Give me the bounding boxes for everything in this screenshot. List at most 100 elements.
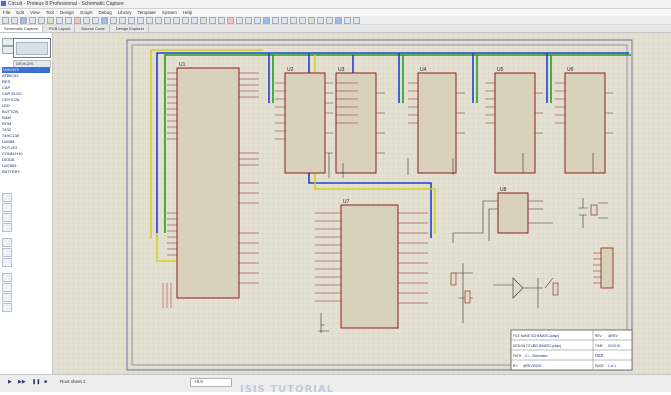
menu-item-template[interactable]: Template [137,10,156,15]
close-icon[interactable] [29,16,36,24]
menu-item-edit[interactable]: Edit [16,10,25,15]
device-list-item[interactable]: CAP-ELEC [2,91,23,96]
text-script-tool-icon[interactable] [2,203,12,212]
terminal-tool-icon[interactable] [2,238,12,247]
bill-of-materials-icon[interactable] [335,16,342,24]
exit-to-parent-icon[interactable] [326,16,333,24]
redo-icon[interactable] [164,16,171,24]
device-list-item[interactable]: CRYSTAL [2,97,21,102]
tab-schematic-capture[interactable]: Schematic Capture [0,25,44,32]
pcb-icon[interactable] [56,16,63,24]
chip-u2[interactable] [284,72,326,174]
menu-item-library[interactable]: Library [117,10,132,15]
device-list-item[interactable]: 74HC573 [2,67,50,73]
grid-icon[interactable] [92,16,99,24]
netlist-icon[interactable] [353,16,360,24]
schematic-icon[interactable] [47,16,54,24]
block-rotate-icon[interactable] [218,16,225,24]
mirror-x-icon[interactable] [2,293,12,302]
wire-label-tool-icon[interactable] [2,193,12,202]
device-list-item[interactable]: LM7805 [2,163,17,168]
design-explorer-icon[interactable] [299,16,306,24]
menu-item-graph[interactable]: Graph [80,10,93,15]
device-list-item[interactable]: 74HC138 [2,133,19,138]
decompose-icon[interactable] [263,16,270,24]
device-list-item[interactable]: CONN-H10 [2,151,23,156]
stop-button[interactable]: ■ [44,379,48,385]
tab-pcb-layout[interactable]: PCB Layout [45,25,76,32]
chip-u6[interactable] [564,72,606,174]
bus-tool-icon[interactable] [2,213,12,222]
menu-item-tool[interactable]: Tool [45,10,54,15]
remove-sheet-icon[interactable] [317,16,324,24]
electrical-check-icon[interactable] [344,16,351,24]
menu-item-debug[interactable]: Debug [98,10,112,15]
overview-window[interactable] [13,38,51,58]
menu-item-design[interactable]: Design [59,10,74,15]
menu-item-file[interactable]: File [3,10,11,15]
play-button[interactable]: ▶ [8,379,12,385]
chip-u5[interactable] [494,72,536,174]
chip-u7[interactable]: U7 [340,199,399,329]
search-icon[interactable] [281,16,288,24]
device-list-item[interactable]: LM358 [2,139,15,144]
home-icon[interactable] [38,16,45,24]
device-list-item[interactable]: DIODE [2,157,15,162]
refresh-icon[interactable] [83,16,90,24]
packaging-icon[interactable] [254,16,261,24]
zoom-in-icon[interactable] [119,16,126,24]
rotate-ccw-icon[interactable] [2,283,12,292]
chip-u1[interactable]: U1 [176,62,240,299]
mirror-y-icon[interactable] [2,303,12,312]
menu-item-help[interactable]: Help [182,10,193,15]
bom-icon[interactable] [65,16,72,24]
property-tool-icon[interactable] [290,16,297,24]
device-list-item[interactable]: ROM [2,121,12,126]
make-device-icon[interactable] [245,16,252,24]
source-code-icon[interactable] [74,16,81,24]
wire-autorouter-icon[interactable] [272,16,279,24]
device-list-item[interactable]: RES [2,79,11,84]
block-copy-icon[interactable] [200,16,207,24]
chip-u8[interactable]: U8 [497,187,529,234]
subcircuit-tool-icon[interactable] [2,223,12,232]
origin-icon[interactable] [101,16,108,24]
device-list-item[interactable]: BUTTON [2,109,19,114]
device-list-item[interactable]: RAM [2,115,11,120]
schematic-canvas[interactable]: U1 U2 U3 U4 U5 U6 [53,33,671,374]
menu-item-system[interactable]: System [161,10,177,15]
save-icon[interactable] [20,16,27,24]
cut-icon[interactable] [173,16,180,24]
pause-button[interactable]: ❚❚ [32,379,41,385]
device-list-item[interactable]: BATTERY [2,169,21,174]
step-button[interactable]: ▶▶ [18,379,26,385]
device-list-item[interactable]: POT-HG [2,145,18,150]
pan-icon[interactable] [110,16,117,24]
copy-icon[interactable] [182,16,189,24]
pick-device-icon[interactable] [236,16,243,24]
chip-u4[interactable] [417,72,457,174]
new-sheet-icon[interactable] [308,16,315,24]
schematic-editing-window[interactable]: U1 U2 U3 U4 U5 U6 [53,33,671,374]
pin-tool-icon[interactable] [2,248,12,257]
zoom-out-icon[interactable] [128,16,135,24]
block-move-icon[interactable] [209,16,216,24]
device-list-item[interactable]: CAP [2,85,11,90]
zoom-area-icon[interactable] [146,16,153,24]
block-delete-icon[interactable] [227,16,234,24]
tab-source-code[interactable]: Source Code [77,25,110,32]
undo-icon[interactable] [155,16,162,24]
tab-design-explorer[interactable]: Design Explorer [112,25,150,32]
device-list-item[interactable]: AT89C52 [2,73,19,78]
connector-header[interactable] [600,247,614,289]
open-file-icon[interactable] [11,16,18,24]
zoom-fit-icon[interactable] [137,16,144,24]
menu-item-view[interactable]: View [30,10,40,15]
device-list-item[interactable]: LED [2,103,10,108]
graph-tool-icon[interactable] [2,258,12,267]
rotate-cw-icon[interactable] [2,273,12,282]
device-list-item[interactable]: 7432 [2,127,11,132]
new-file-icon[interactable] [2,16,9,24]
paste-icon[interactable] [191,16,198,24]
